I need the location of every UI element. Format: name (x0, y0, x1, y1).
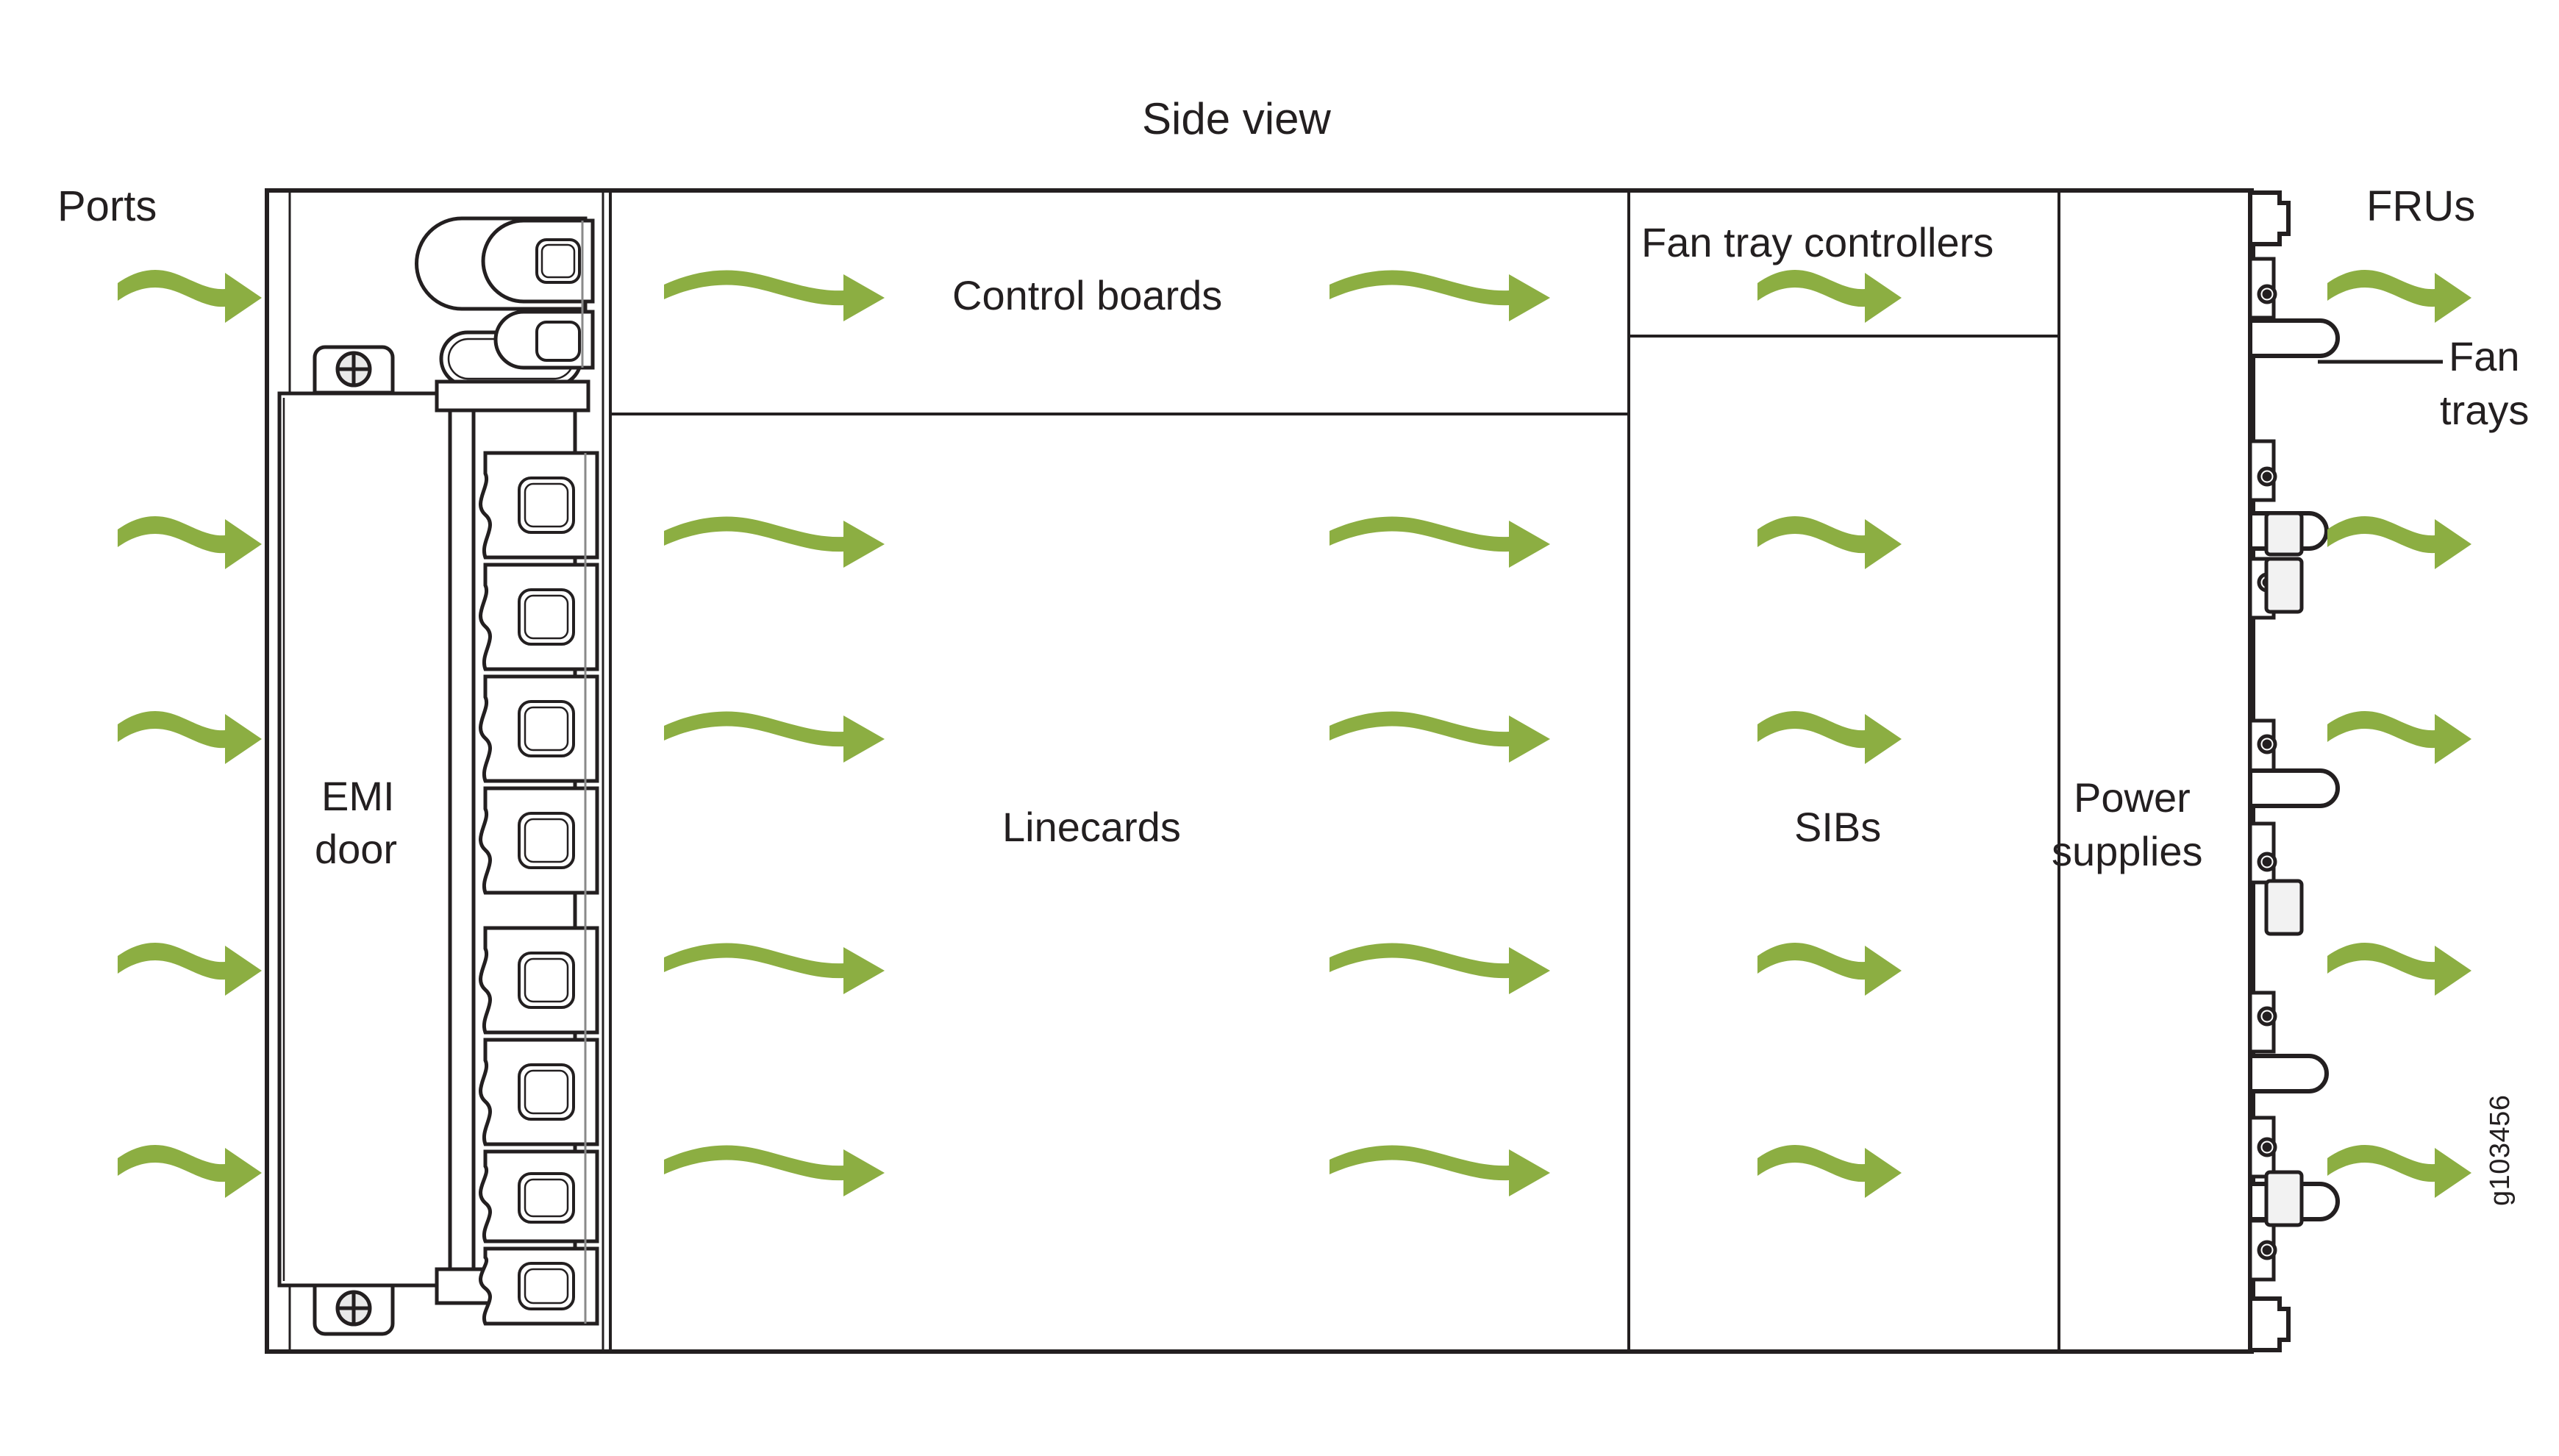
airflow-arrow (664, 1145, 885, 1196)
fru-bottom-boss (2248, 1296, 2291, 1352)
figure-title: Side view (1142, 94, 1331, 143)
airflow-arrow (1330, 1145, 1550, 1196)
airflow-arrow (664, 943, 885, 994)
airflow-arrow (664, 711, 885, 763)
emi-door-screw-top (313, 345, 395, 395)
label-emi-door-line1: EMI (321, 773, 395, 819)
airflow-arrow (1757, 710, 1902, 764)
label-control-boards: Control boards (952, 272, 1223, 318)
airflow-arrow (1757, 942, 1902, 996)
airflow-arrow (1330, 711, 1550, 763)
airflow-arrow (2327, 942, 2471, 996)
fan-tray-plugs (2264, 511, 2304, 1227)
airflow-arrow (118, 1144, 262, 1198)
label-emi-door-line2: door (315, 826, 398, 872)
emi-door-guide-rail (448, 407, 476, 1273)
airflow-arrow (118, 269, 262, 323)
fru-top-boss (2248, 190, 2291, 246)
emi-door-screw-bottom (313, 1283, 395, 1336)
chassis-outline (265, 188, 2254, 1354)
airflow-arrow (2327, 1144, 2471, 1198)
airflow-arrow (2327, 269, 2471, 323)
airflow-arrow (664, 516, 885, 568)
label-power-supplies-line2: supplies (2052, 828, 2203, 874)
connector-highlight-lines (581, 221, 587, 1324)
label-sibs: SIBs (1794, 804, 1882, 850)
airflow-arrow (1757, 1144, 1902, 1198)
label-fan-tray-controllers: Fan tray controllers (1641, 219, 1994, 265)
airflow-arrow (1757, 515, 1902, 569)
linecard-connector-stack (479, 218, 599, 1326)
label-fan-trays-line1: Fan (2449, 333, 2520, 379)
airflow-arrow (2327, 710, 2471, 764)
airflow-arrow (1757, 269, 1902, 323)
label-ports: Ports (57, 182, 157, 230)
figure-watermark: g103456 (2485, 1094, 2516, 1206)
airflow-arrow (664, 270, 885, 321)
airflow-arrow (118, 710, 262, 764)
fan-tray-latches (2248, 257, 2277, 1282)
label-frus: FRUs (2366, 182, 2476, 230)
airflow-arrow (1330, 270, 1550, 321)
airflow-arrow (1330, 943, 1550, 994)
airflow-arrow (118, 942, 262, 996)
label-fan-trays-line2: trays (2440, 387, 2530, 433)
airflow-arrow (2327, 515, 2471, 569)
airflow-arrow (118, 515, 262, 569)
label-power-supplies-line1: Power (2074, 774, 2191, 821)
label-linecards: Linecards (1002, 804, 1181, 850)
door-top-rail (435, 379, 590, 413)
airflow-arrow (1330, 516, 1550, 568)
